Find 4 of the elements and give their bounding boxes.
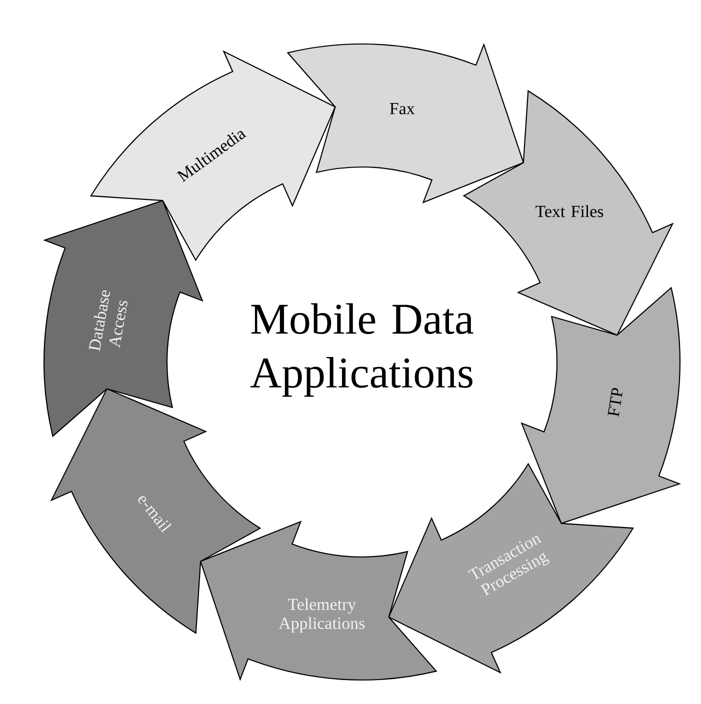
arrow-segment: Fax [287,44,524,203]
arrow-segment: FTP [521,287,680,524]
arrow-segment: Telemetry Applications [200,521,437,680]
arrow-segment: Database Access [44,200,203,437]
